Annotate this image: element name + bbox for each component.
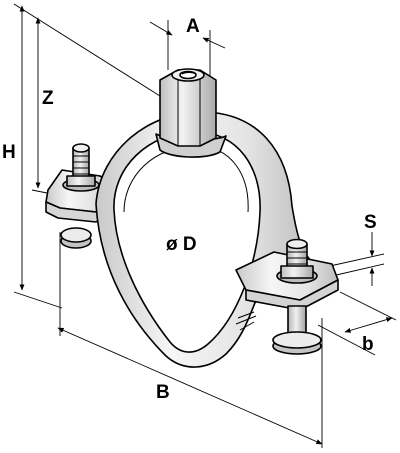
dim-big-b-line	[57, 327, 323, 445]
dim-b-ext-2	[317, 324, 376, 356]
bolt-top-left	[62, 143, 100, 192]
bolt-bottom-left	[60, 227, 92, 249]
dim-s-ext-1	[329, 253, 385, 267]
dim-a-left-arrow	[149, 21, 173, 36]
dim-a-right-arrow	[202, 37, 226, 49]
band-detail-mark	[235, 311, 257, 331]
label-h: H	[2, 142, 16, 163]
dim-b-line	[344, 317, 393, 333]
label-diameter: ø D	[166, 234, 197, 255]
dim-b-ext-1	[339, 291, 397, 321]
label-s: S	[364, 212, 377, 233]
dimension-lines	[13, 3, 397, 448]
dim-s-ext-2	[331, 263, 385, 277]
bolt-bottom-right	[272, 305, 322, 355]
label-a: A	[186, 16, 200, 37]
label-b-large: B	[156, 382, 170, 403]
dim-h-top-extension	[13, 3, 161, 97]
bolt-top-right	[276, 238, 318, 284]
label-z: Z	[42, 88, 54, 109]
label-b-small: b	[362, 334, 374, 355]
top-hex-nut	[155, 68, 227, 158]
right-flange-lower	[245, 279, 339, 311]
pipe-clamp	[45, 68, 339, 368]
dim-h-bottom-extension	[13, 291, 63, 309]
